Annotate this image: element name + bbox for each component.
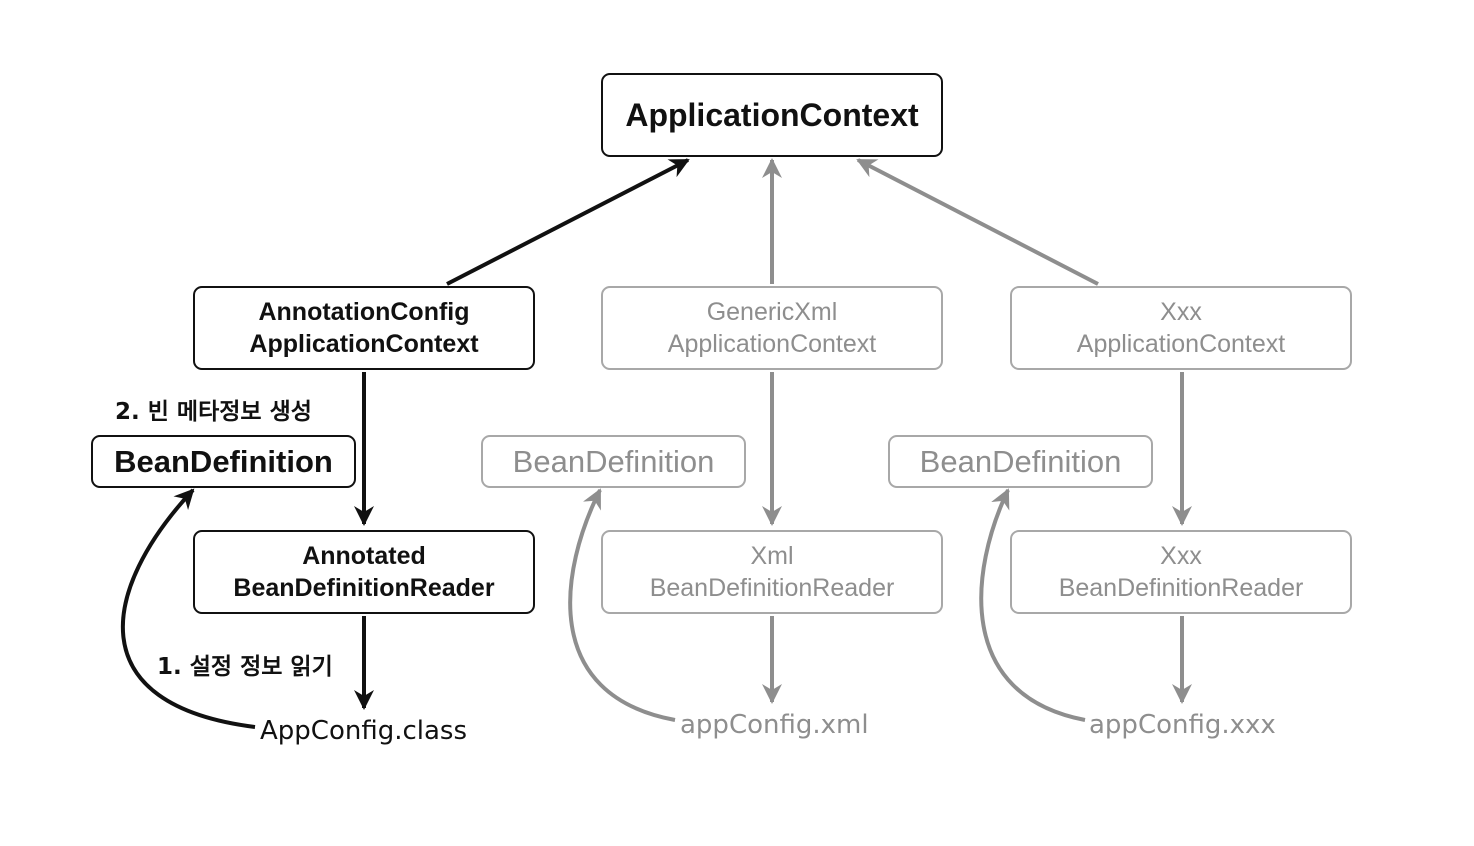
- generic-xml-context-box: GenericXml ApplicationContext: [601, 286, 943, 370]
- config-source-appconfig-class: AppConfig.class: [260, 716, 468, 746]
- bean-definition-label: BeanDefinition: [919, 443, 1122, 479]
- arrow-source-to-beandefinition-1: [120, 488, 256, 729]
- annotation-config-context-box: AnnotationConfig ApplicationContext: [193, 286, 535, 370]
- bean-definition-label: BeanDefinition: [114, 443, 333, 479]
- reader-line-2: BeanDefinitionReader: [1058, 574, 1304, 602]
- context-line-2: ApplicationContext: [1076, 330, 1286, 358]
- context-line-2: ApplicationContext: [249, 330, 479, 358]
- context-line-2: ApplicationContext: [667, 330, 877, 358]
- arrow-source-to-beandefinition-2: [568, 488, 676, 722]
- annotated-reader-box: Annotated BeanDefinitionReader: [193, 530, 535, 614]
- application-context-label: ApplicationContext: [625, 96, 919, 133]
- reader-line-1: Xml: [750, 542, 794, 570]
- reader-line-2: BeanDefinitionReader: [649, 574, 895, 602]
- context-line-1: Xxx: [1160, 298, 1202, 326]
- reader-line-1: Xxx: [1160, 542, 1202, 570]
- arrow-annotation-to-appcontext: [446, 158, 690, 286]
- bean-definition-label: BeanDefinition: [512, 443, 715, 479]
- xxx-context-box: Xxx ApplicationContext: [1010, 286, 1352, 370]
- xxx-reader-box: Xxx BeanDefinitionReader: [1010, 530, 1352, 614]
- bean-definition-box: BeanDefinition: [481, 435, 746, 488]
- xml-reader-box: Xml BeanDefinitionReader: [601, 530, 943, 614]
- step2-label: 2. 빈 메타정보 생성: [115, 399, 312, 425]
- arrow-source-to-beandefinition-3: [979, 488, 1086, 722]
- config-source-appconfig-xxx: appConfig.xxx: [1089, 710, 1276, 740]
- context-line-1: AnnotationConfig: [258, 298, 470, 326]
- bean-definition-box: BeanDefinition: [888, 435, 1153, 488]
- application-context-box: ApplicationContext: [601, 73, 943, 157]
- reader-line-1: Annotated: [302, 542, 426, 570]
- bean-definition-box: BeanDefinition: [91, 435, 356, 488]
- context-line-1: GenericXml: [706, 298, 838, 326]
- config-source-appconfig-xml: appConfig.xml: [680, 710, 869, 740]
- step1-label: 1. 설정 정보 읽기: [157, 654, 333, 680]
- arrow-xxx-to-appcontext: [856, 158, 1099, 286]
- reader-line-2: BeanDefinitionReader: [233, 574, 495, 602]
